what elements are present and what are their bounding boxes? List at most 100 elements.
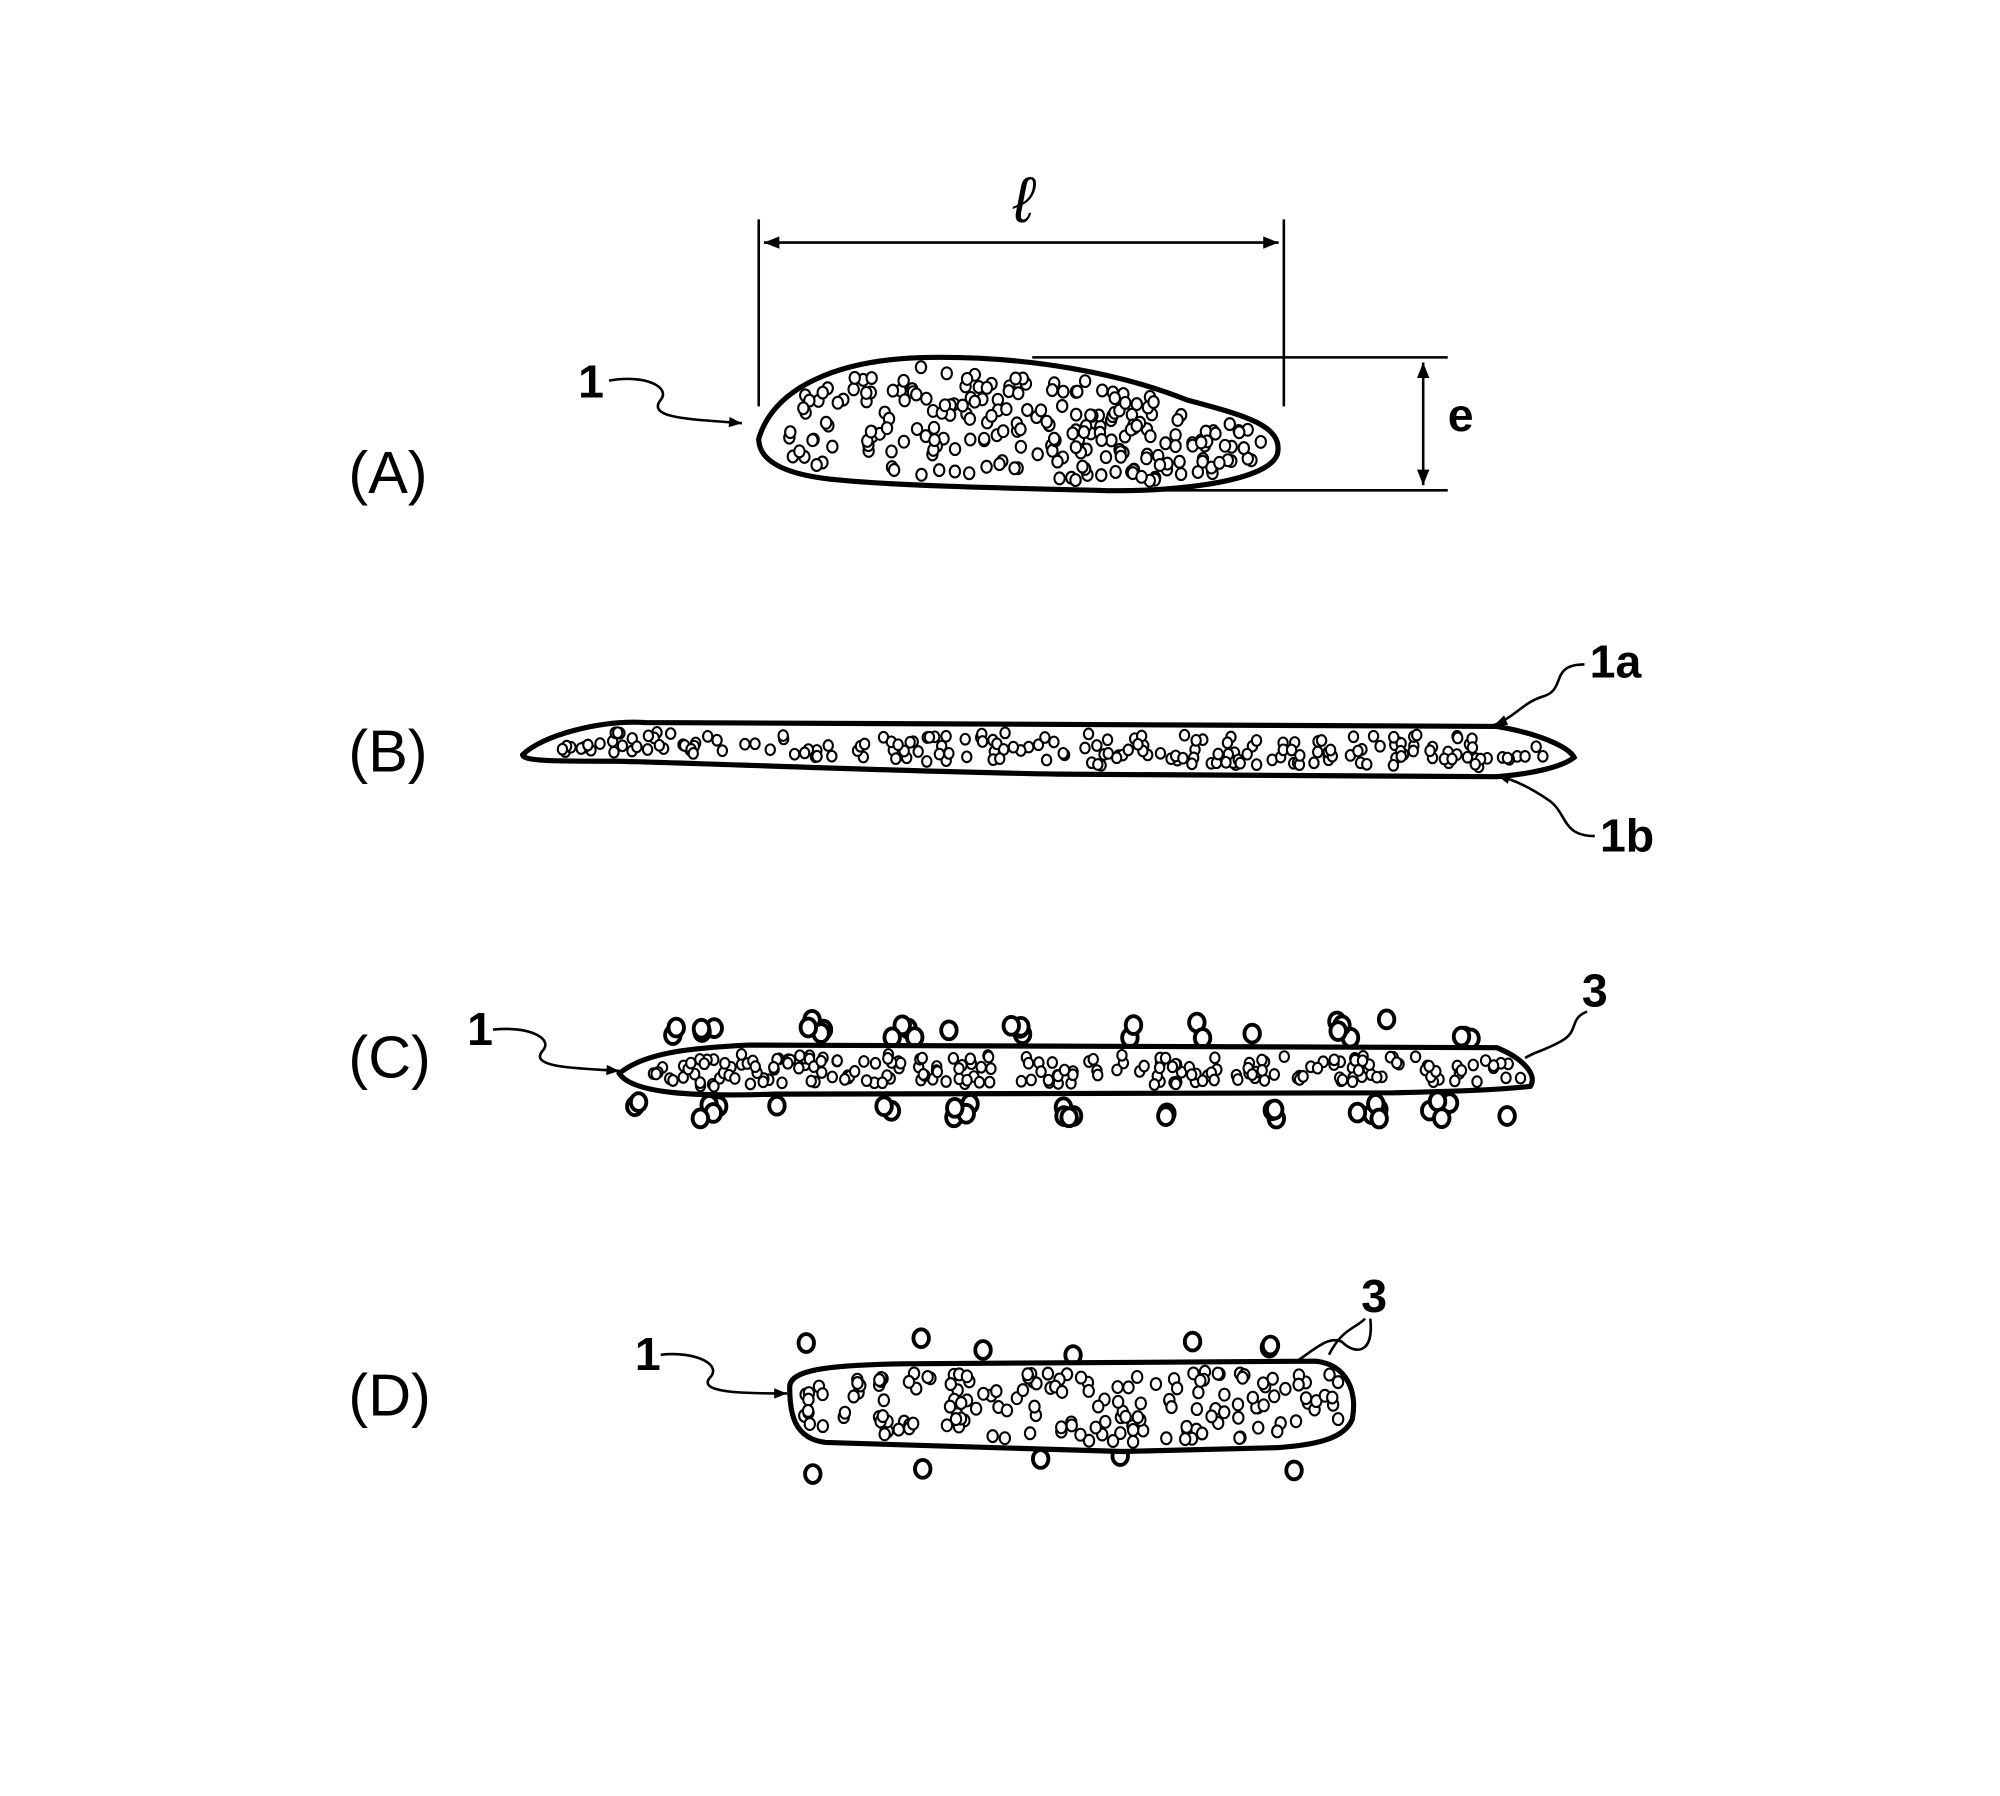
pore [961, 1073, 973, 1087]
pore [1387, 758, 1400, 772]
pore [969, 1401, 983, 1416]
pore [959, 732, 971, 746]
pore [1025, 1073, 1037, 1087]
pore [1361, 757, 1373, 771]
pore [1211, 1366, 1225, 1381]
pore [1069, 407, 1083, 422]
pore [1040, 753, 1053, 767]
pore [990, 1384, 1003, 1399]
pore [1218, 1405, 1231, 1420]
pore [1194, 1373, 1207, 1388]
pore [1233, 425, 1246, 440]
pore [1132, 737, 1144, 751]
pore [1009, 371, 1022, 386]
pore [1208, 1073, 1220, 1087]
pore [928, 433, 941, 448]
pore [1487, 1059, 1500, 1073]
pore [1336, 1073, 1349, 1087]
surface-particle [911, 1327, 931, 1350]
pore [1058, 1063, 1071, 1077]
surface-particles-c [625, 1008, 1517, 1130]
surface-particle [1242, 1022, 1262, 1045]
pore [839, 1073, 851, 1086]
pore [944, 1377, 957, 1392]
pore [801, 1403, 815, 1418]
pore [1101, 733, 1114, 747]
pore [1130, 397, 1143, 412]
pore [685, 1056, 697, 1070]
pore [1078, 374, 1092, 389]
pores-d [798, 1364, 1345, 1449]
surface-particle [1123, 1014, 1144, 1036]
pore [993, 457, 1006, 472]
pore [902, 1374, 916, 1389]
pores-b [556, 726, 1549, 774]
surface-particle [1030, 1448, 1051, 1470]
pore [885, 444, 898, 459]
surface-particle [1001, 1014, 1021, 1037]
pore [1190, 733, 1202, 747]
pore [1388, 730, 1400, 744]
pore [1076, 459, 1089, 474]
pore [847, 1389, 860, 1404]
pore [1169, 439, 1182, 454]
pore [1328, 1053, 1340, 1067]
pore [968, 394, 981, 409]
pore [1223, 417, 1236, 432]
pore [897, 434, 911, 449]
pore [1134, 1396, 1147, 1411]
surface-particle [628, 1091, 649, 1113]
pore [1256, 1053, 1268, 1067]
pore [880, 421, 894, 436]
pore [1196, 1074, 1209, 1088]
pore [1159, 436, 1172, 451]
pore [739, 737, 751, 751]
pore [953, 1062, 965, 1075]
pore [1177, 751, 1189, 765]
pore [757, 1075, 769, 1089]
pore [898, 393, 911, 408]
pore [1424, 744, 1436, 758]
surface-particle [690, 1107, 711, 1130]
pore [612, 726, 624, 740]
surface-particle [1059, 1106, 1079, 1129]
pore [749, 1060, 761, 1074]
pore [1077, 425, 1091, 440]
pore [650, 1067, 662, 1081]
pore [1220, 755, 1232, 769]
pore [914, 360, 928, 375]
surface-particle [913, 1458, 933, 1480]
pore [1409, 1050, 1422, 1064]
pore [1212, 747, 1224, 761]
pore [1452, 731, 1464, 745]
pore [1278, 1050, 1290, 1063]
surface-particle [1497, 1105, 1517, 1127]
pore [848, 370, 861, 385]
pore [784, 425, 797, 440]
pore [1218, 438, 1232, 453]
pore [912, 745, 924, 758]
pore [1111, 1380, 1124, 1395]
surface-particle [1347, 1101, 1368, 1124]
pore [1114, 449, 1128, 464]
pore [826, 439, 839, 454]
pore [1186, 757, 1198, 771]
pore [920, 391, 933, 406]
pore [810, 458, 823, 472]
pore [963, 411, 977, 426]
pores-a [783, 360, 1267, 488]
pore [1082, 1383, 1095, 1398]
pore [1195, 435, 1208, 450]
pore [582, 738, 594, 752]
pore [826, 1070, 838, 1084]
panel-c: (C) 1 3 [348, 964, 1608, 1130]
pore [1022, 1056, 1035, 1070]
pore [811, 749, 823, 763]
pore [1007, 740, 1020, 754]
surface-particle [1369, 1107, 1389, 1130]
pore [816, 385, 829, 400]
pore [1023, 1426, 1037, 1441]
pore [1014, 439, 1028, 454]
pore [816, 1387, 829, 1402]
pore [892, 1422, 905, 1437]
